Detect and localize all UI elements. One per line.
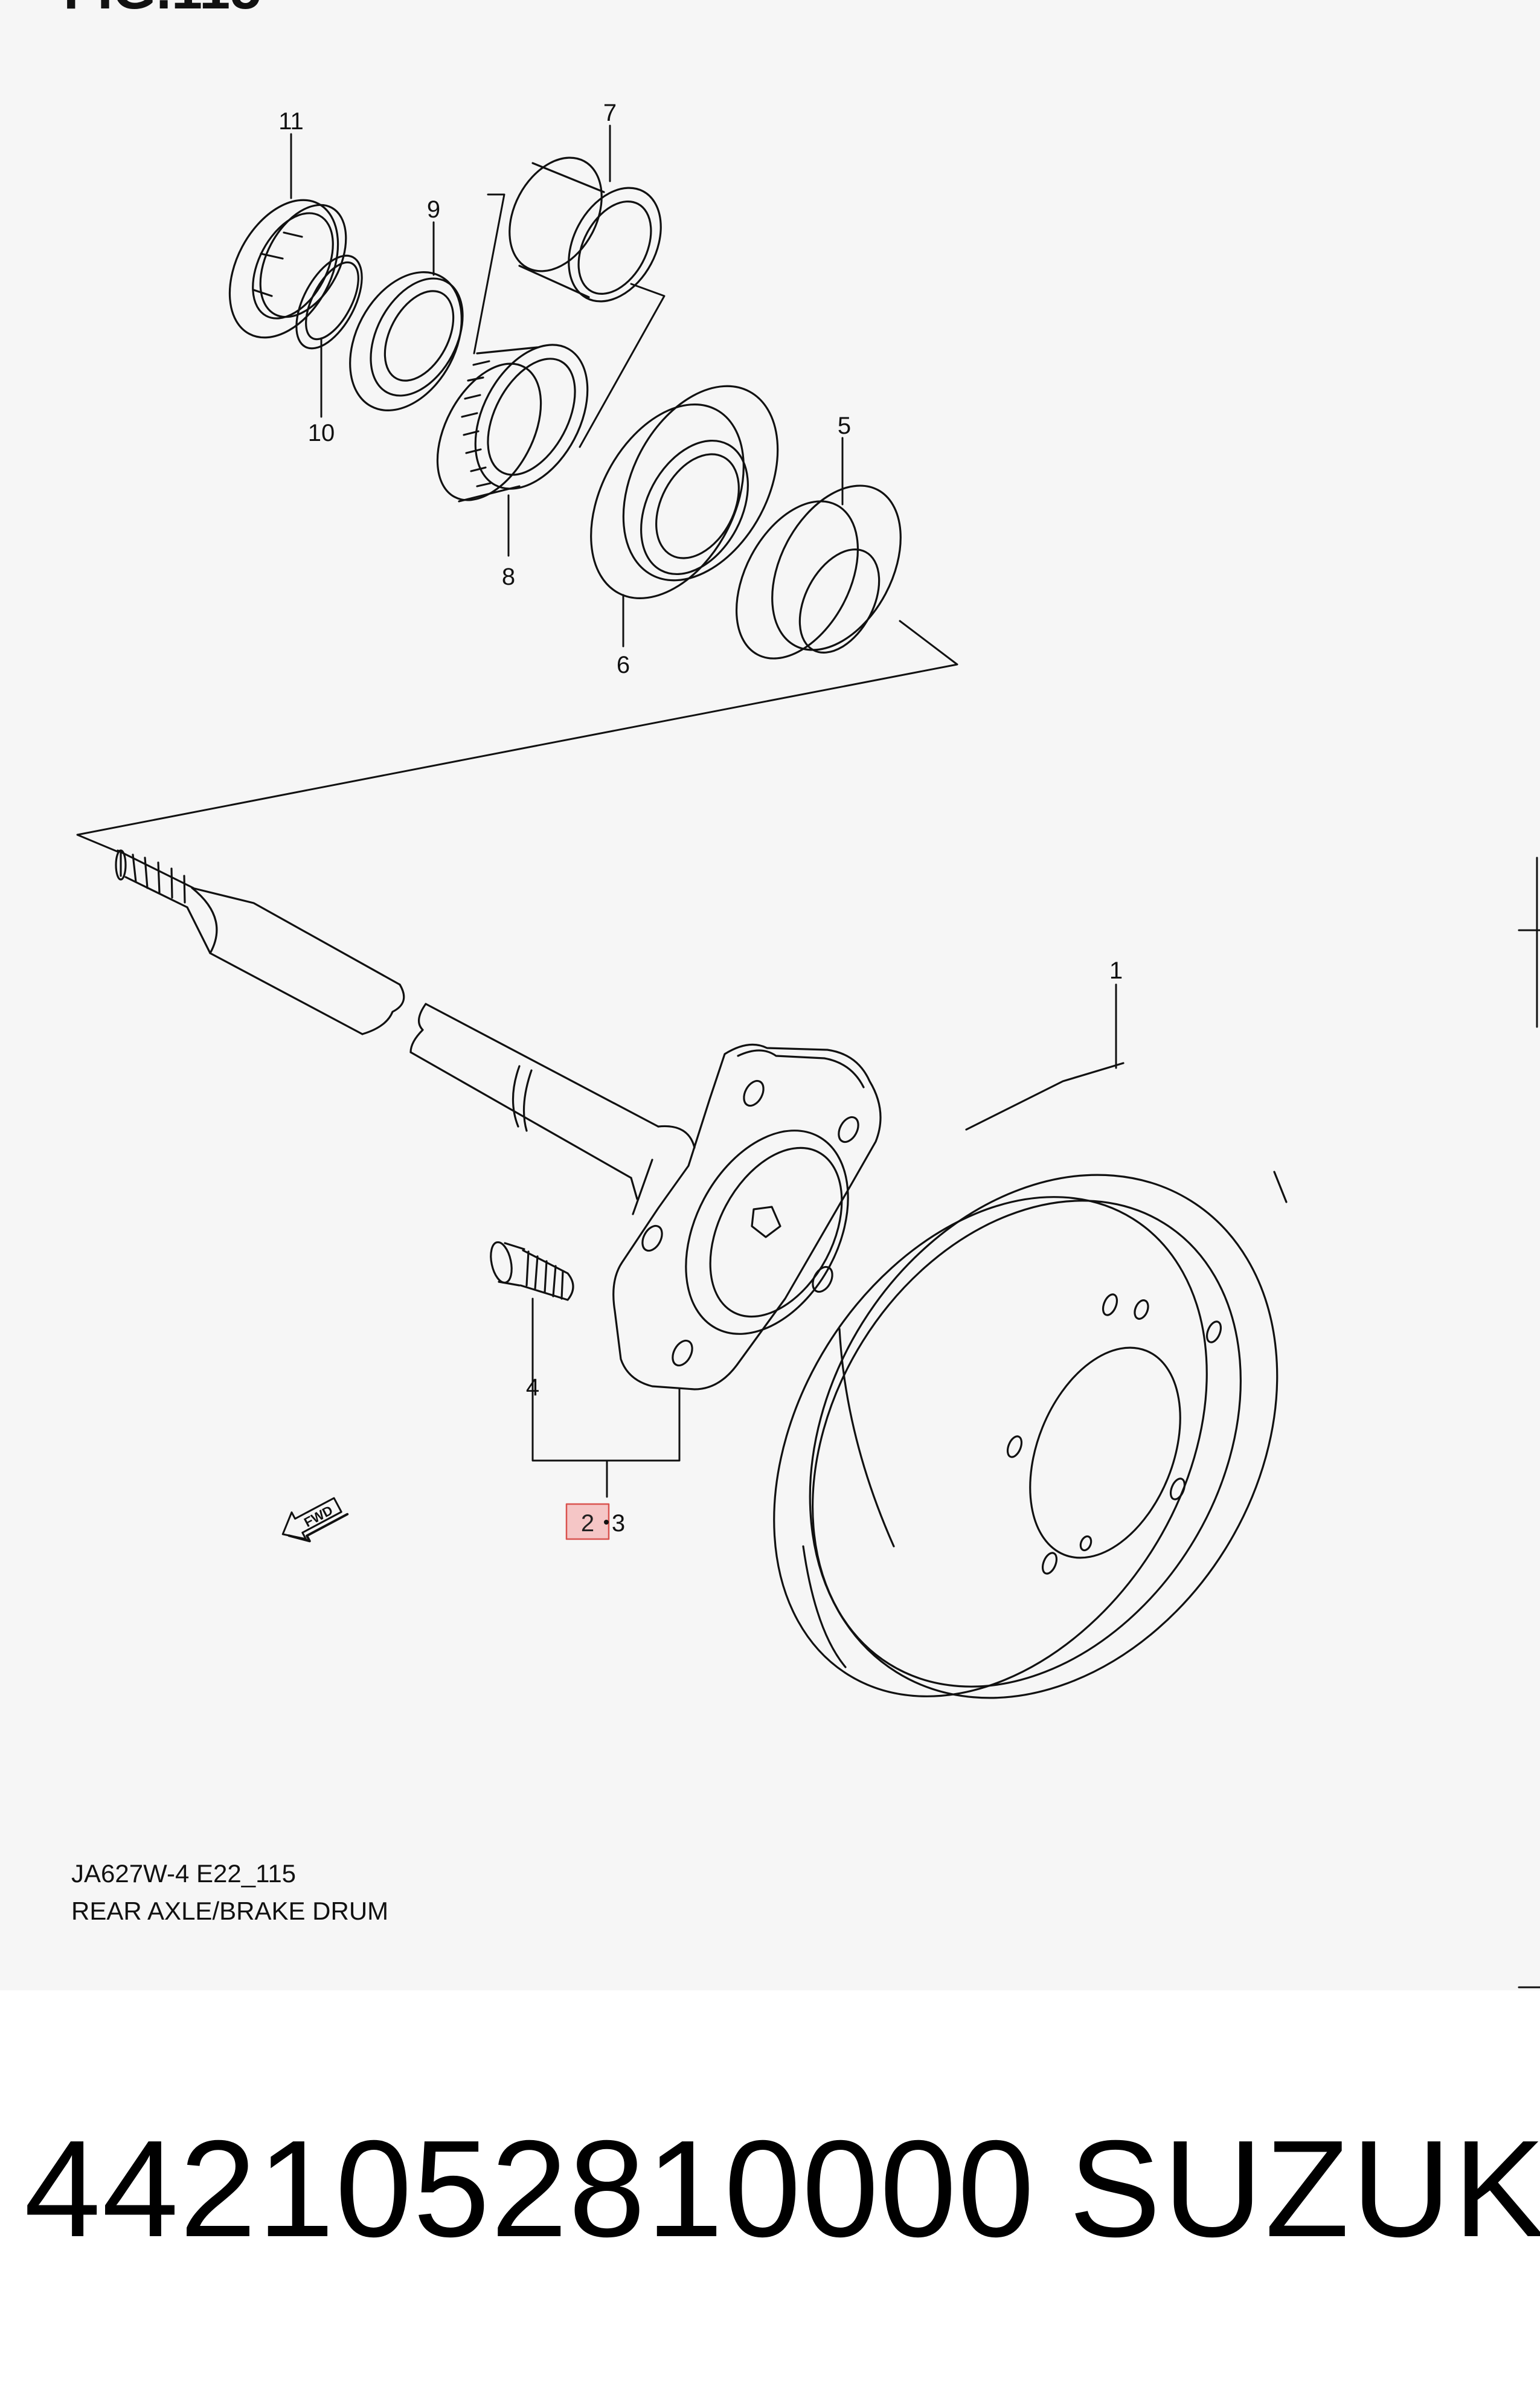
diagram-panel: FIG.115	[63, 0, 1540, 1989]
callout-10: 10	[308, 420, 335, 446]
part-4-hub-bolt	[490, 1241, 574, 1301]
fwd-arrow-icon: FWD	[281, 1497, 349, 1543]
callout-1: 1	[1109, 957, 1123, 984]
part-number: 4421052810000	[24, 2112, 1036, 2266]
callout-7: 7	[603, 100, 617, 126]
callout-4: 4	[526, 1374, 539, 1401]
callout-3: 3	[612, 1510, 625, 1537]
callout-2: 2	[581, 1510, 594, 1537]
brand-name: SUZUKI	[1069, 2112, 1540, 2266]
part-2-rear-axle-shaft	[115, 849, 882, 1391]
callout-11: 11	[278, 108, 304, 135]
part-9-bearing-ring	[349, 271, 464, 411]
callout-5: 5	[838, 413, 851, 439]
assembly-guide-lines	[76, 193, 958, 853]
part-1-brake-drum	[773, 1062, 1288, 1699]
callout-6: 6	[617, 652, 630, 678]
diagram-title: REAR AXLE/BRAKE DRUM	[71, 1897, 389, 1925]
exploded-parts-diagram: FIG.115	[63, 0, 1540, 1989]
callout-labels: 11 7 9 10 5 8 6 1 4 3	[278, 100, 1123, 1537]
part-8-roller-bearing	[436, 344, 589, 503]
figure-title: FIG.115	[63, 0, 261, 21]
crop-marks	[1518, 857, 1540, 1989]
leader-lines	[290, 124, 1117, 1498]
part-7-bearing-cup	[509, 156, 662, 303]
diagram-code: JA627W-4 E22_115	[71, 1859, 297, 1888]
callout-9: 9	[427, 196, 440, 223]
callout-2-highlight[interactable]: 2	[565, 1503, 610, 1540]
part-10-snap-ring	[295, 254, 363, 350]
callout-8: 8	[502, 564, 515, 590]
leader-bracket	[531, 1370, 681, 1498]
part-6-bearing	[590, 385, 779, 600]
part-5-retainer	[735, 484, 902, 660]
part-11-oil-seal	[228, 199, 347, 339]
